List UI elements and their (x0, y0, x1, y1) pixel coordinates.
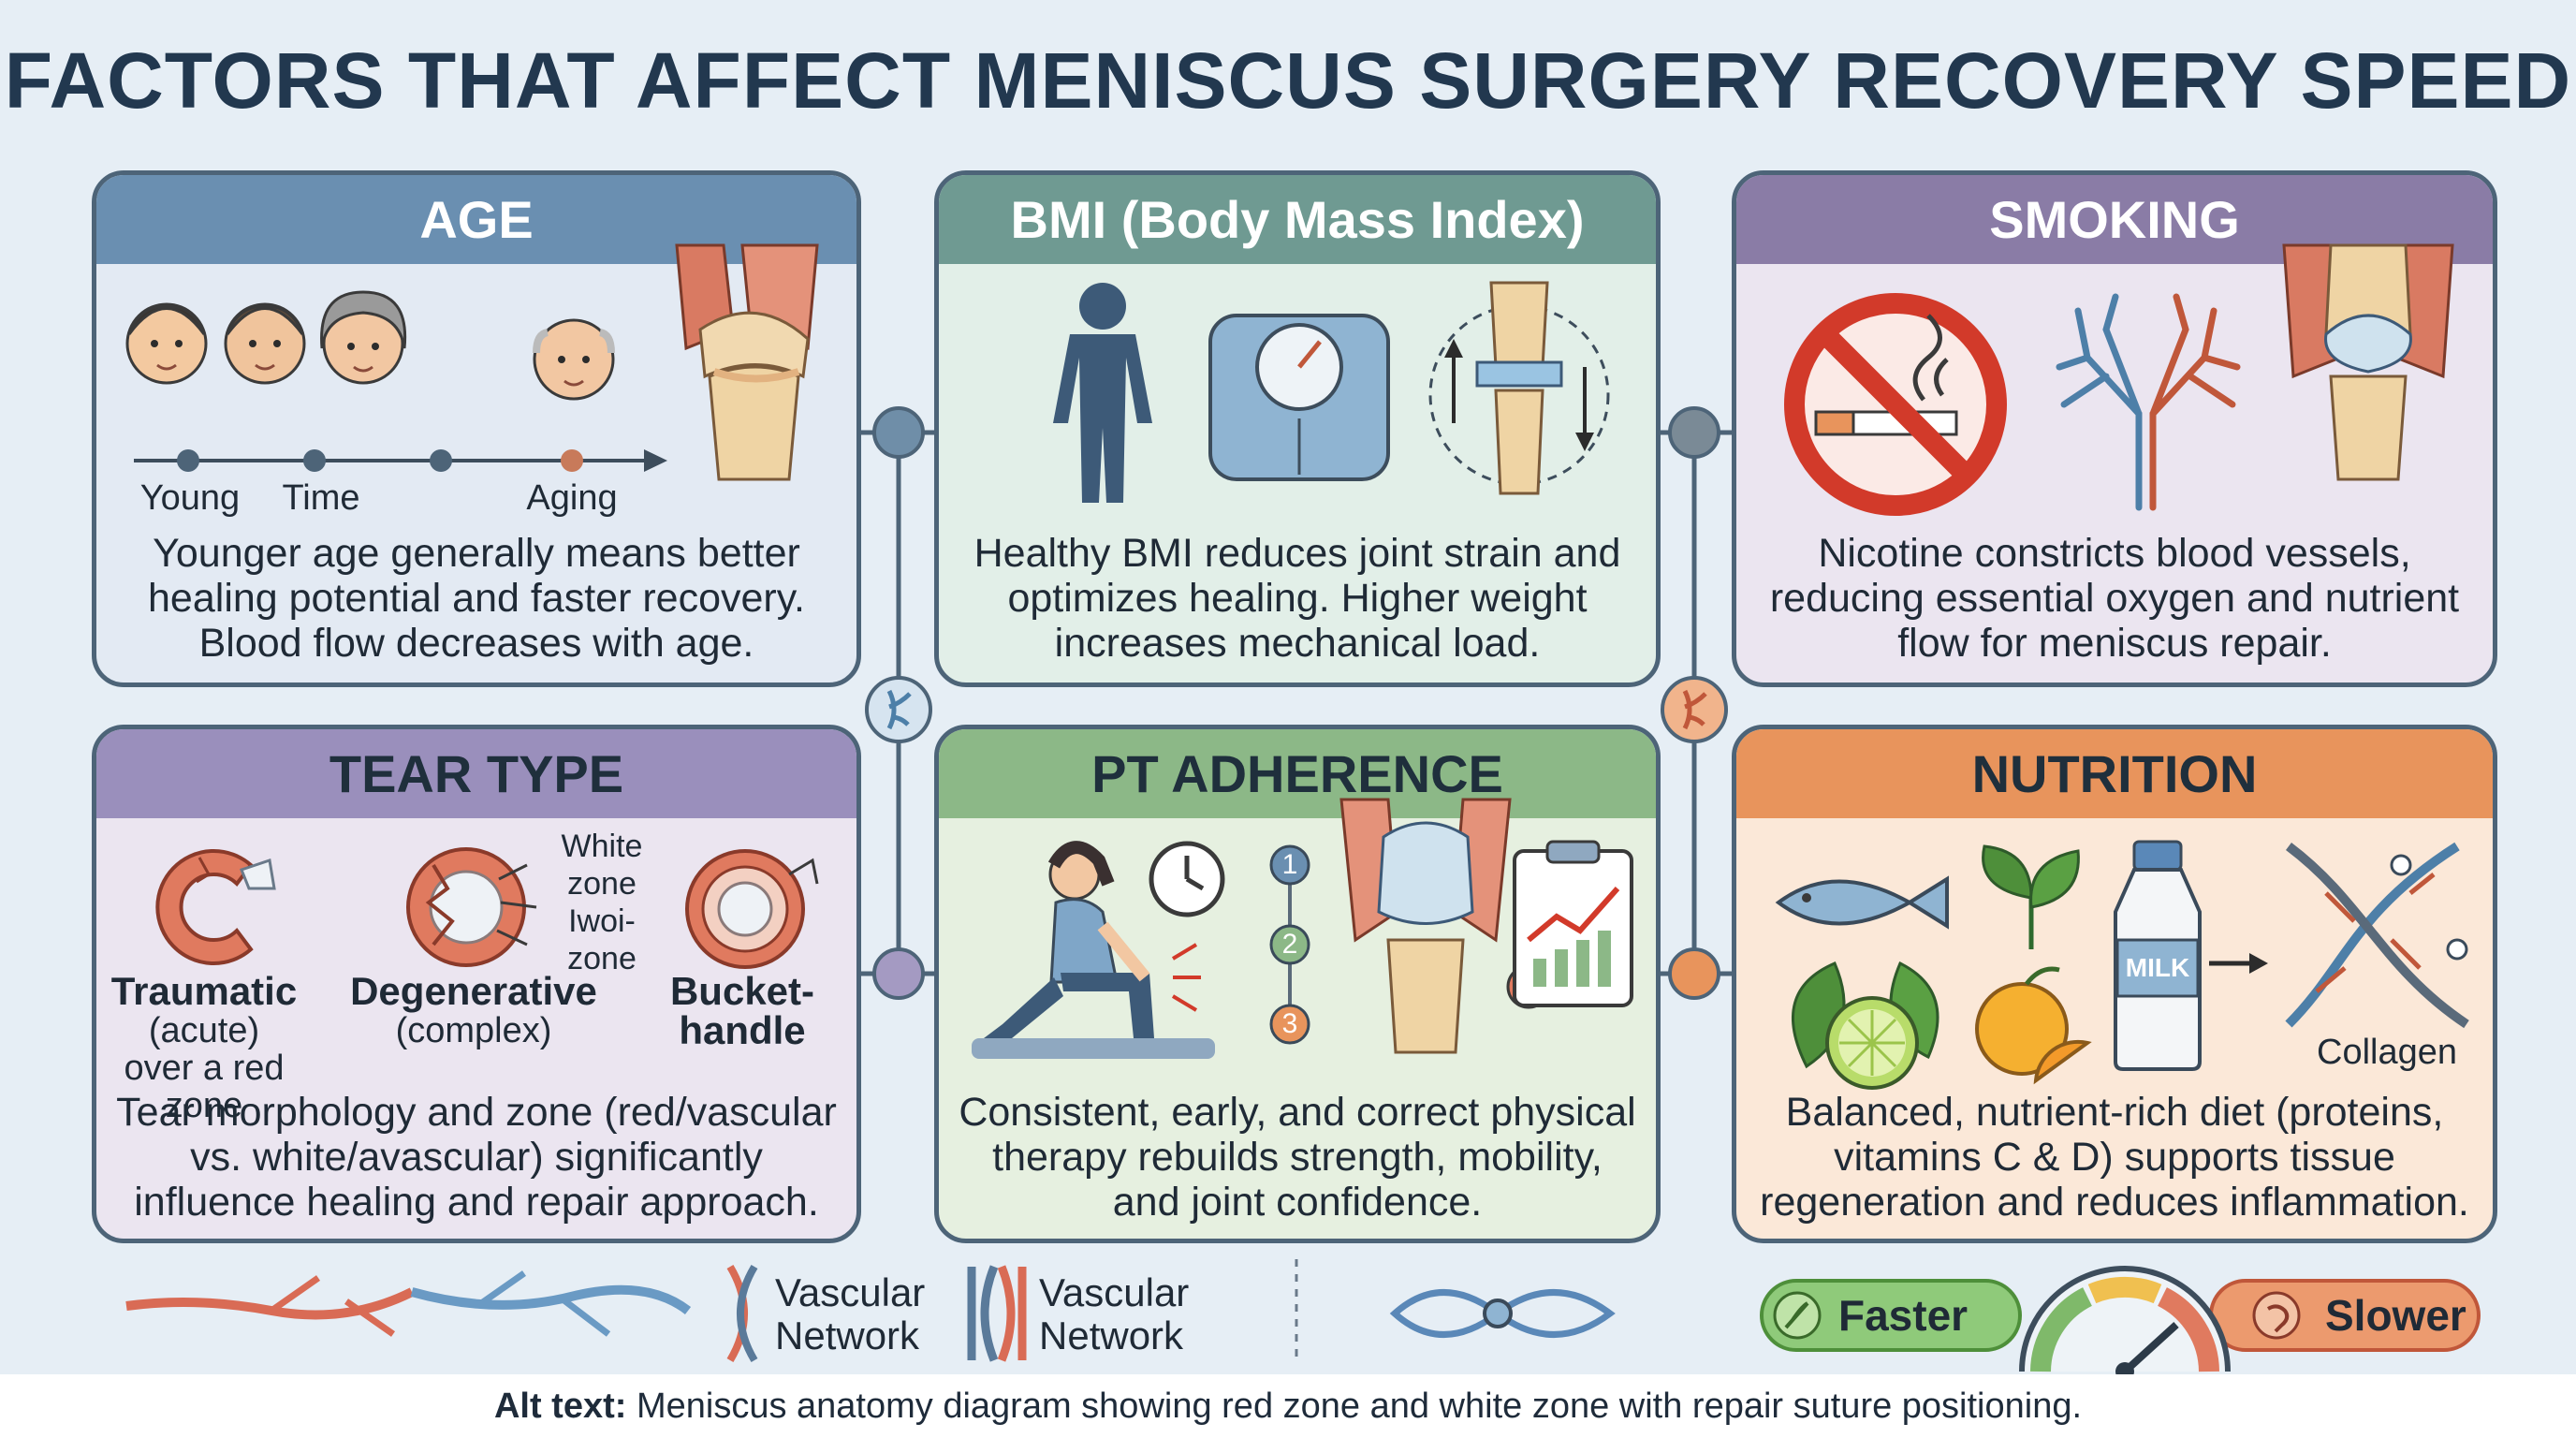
timeline-aging: Aging (526, 478, 618, 518)
bmi-card: BMI (Body Mass Index) Healthy BMI reduce… (934, 170, 1661, 687)
exercise-person-icon (972, 841, 1215, 1059)
smoking-description: Nicotine constricts blood vessels, reduc… (1769, 531, 2460, 666)
timeline-arrow (134, 449, 667, 472)
age-faces-icon (125, 290, 407, 385)
lime-leaves-icon (1792, 961, 1939, 1090)
traumatic-label: Traumatic (acute) over a red zone (110, 972, 298, 1125)
tear-type-description: Tear morphology and zone (red/vascular v… (116, 1090, 837, 1225)
orange-icon (1975, 966, 2092, 1085)
collagen-label: Collagen (2317, 1033, 2457, 1072)
degenerative-tear-icon (406, 847, 537, 967)
white-zone-label: White zone (561, 829, 643, 902)
pt-description: Consistent, early, and correct physical … (959, 1090, 1636, 1225)
alt-text-content: Meniscus anatomy diagram showing red zon… (636, 1386, 2083, 1426)
milk-bottle-icon (2114, 840, 2202, 1071)
faster-leaf-icon (1773, 1291, 1822, 1340)
degenerative-subtitle: (complex) (395, 1011, 552, 1050)
nutrition-card-header: NUTRITION (1736, 729, 2493, 818)
progress-chart-icon (1513, 840, 1633, 1007)
slower-label: Slower (2325, 1291, 2466, 1340)
knee-repair-icon (1339, 798, 1512, 1054)
scale-icon (1208, 314, 1390, 481)
spinach-icon (1982, 844, 2080, 949)
nutrition-description: Balanced, nutrient-rich diet (proteins, … (1760, 1090, 2469, 1225)
elderly-face-icon (533, 318, 615, 401)
divider-line (1295, 1259, 1298, 1362)
faster-label: Faster (1838, 1291, 1969, 1340)
timeline-time: Time (282, 478, 360, 518)
pt-step-3: 3 (1281, 1008, 1298, 1039)
age-description: Younger age generally means better heali… (148, 531, 805, 666)
vascular-network-icon-1 (726, 1264, 758, 1363)
vascular-network-label-2: Vascular Network (1039, 1270, 1190, 1357)
pt-adherence-card: PT ADHERENCE 1 2 3 (934, 725, 1661, 1243)
pt-step-1: 1 (1281, 849, 1298, 880)
vascular-network-label-1: Vascular Network (775, 1270, 926, 1357)
age-card-header: AGE (96, 175, 856, 264)
bmi-description: Healthy BMI reduces joint strain and opt… (973, 531, 1621, 666)
bucket-handle-tear-icon (685, 849, 819, 969)
blood-vessel-strip-icon (125, 1270, 692, 1337)
age-card: AGE (92, 170, 861, 687)
bmi-card-header: BMI (Body Mass Index) (939, 175, 1656, 264)
bucket-handle-title: Bucket-handle (669, 969, 815, 1052)
knee-load-icon (1428, 281, 1610, 495)
pt-adherence-card-header: PT ADHERENCE (939, 729, 1656, 818)
vascular-network-icon-2 (967, 1265, 1027, 1362)
collagen-dna-icon (2285, 842, 2469, 1029)
slower-badge: Slower (2209, 1279, 2481, 1352)
faster-badge: Faster (1760, 1279, 2022, 1352)
degenerative-label: Degenerative (complex) (347, 972, 600, 1050)
alt-text-footer: Alt text: Meniscus anatomy diagram showi… (0, 1374, 2576, 1438)
body-silhouette-icon (1053, 283, 1152, 503)
alt-text-label: Alt text: (493, 1386, 627, 1426)
pt-steps-icon (1269, 844, 1310, 1045)
clock-icon (1149, 841, 1225, 917)
bucket-handle-label: Bucket-handle (658, 972, 827, 1051)
pt-step-2: 2 (1281, 929, 1298, 960)
nutrition-card: NUTRITION MILK (1732, 725, 2497, 1243)
speed-gauge-icon (2019, 1266, 2231, 1381)
knee-joint-icon (2282, 243, 2454, 481)
arrow-icon (2209, 953, 2268, 974)
smoking-card: SMOKING Nicotine constricts b (1732, 170, 2497, 687)
aging-knee-icon (675, 243, 819, 481)
degenerative-title: Degenerative (350, 969, 597, 1013)
blood-vessel-tree-icon (2056, 293, 2241, 511)
fish-icon (1775, 875, 1949, 930)
page-title: FACTORS THAT AFFECT MENISCUS SURGERY REC… (4, 37, 2572, 125)
traumatic-subtitle: (acute) over a red zone (124, 1011, 285, 1125)
milk-label: MILK (2125, 953, 2190, 982)
no-smoking-icon (1784, 293, 2007, 516)
traumatic-title: Traumatic (110, 969, 298, 1013)
tear-type-card-header: TEAR TYPE (96, 729, 856, 818)
tear-type-card: TEAR TYPE White zone Iwoi-zone Traumatic… (92, 725, 861, 1243)
timeline-young: Young (139, 478, 241, 518)
suture-knot-icon (1389, 1289, 1616, 1338)
iwoi-zone-label: Iwoi-zone (567, 903, 637, 976)
traumatic-tear-icon (155, 849, 276, 965)
slower-icon (2252, 1291, 2301, 1340)
